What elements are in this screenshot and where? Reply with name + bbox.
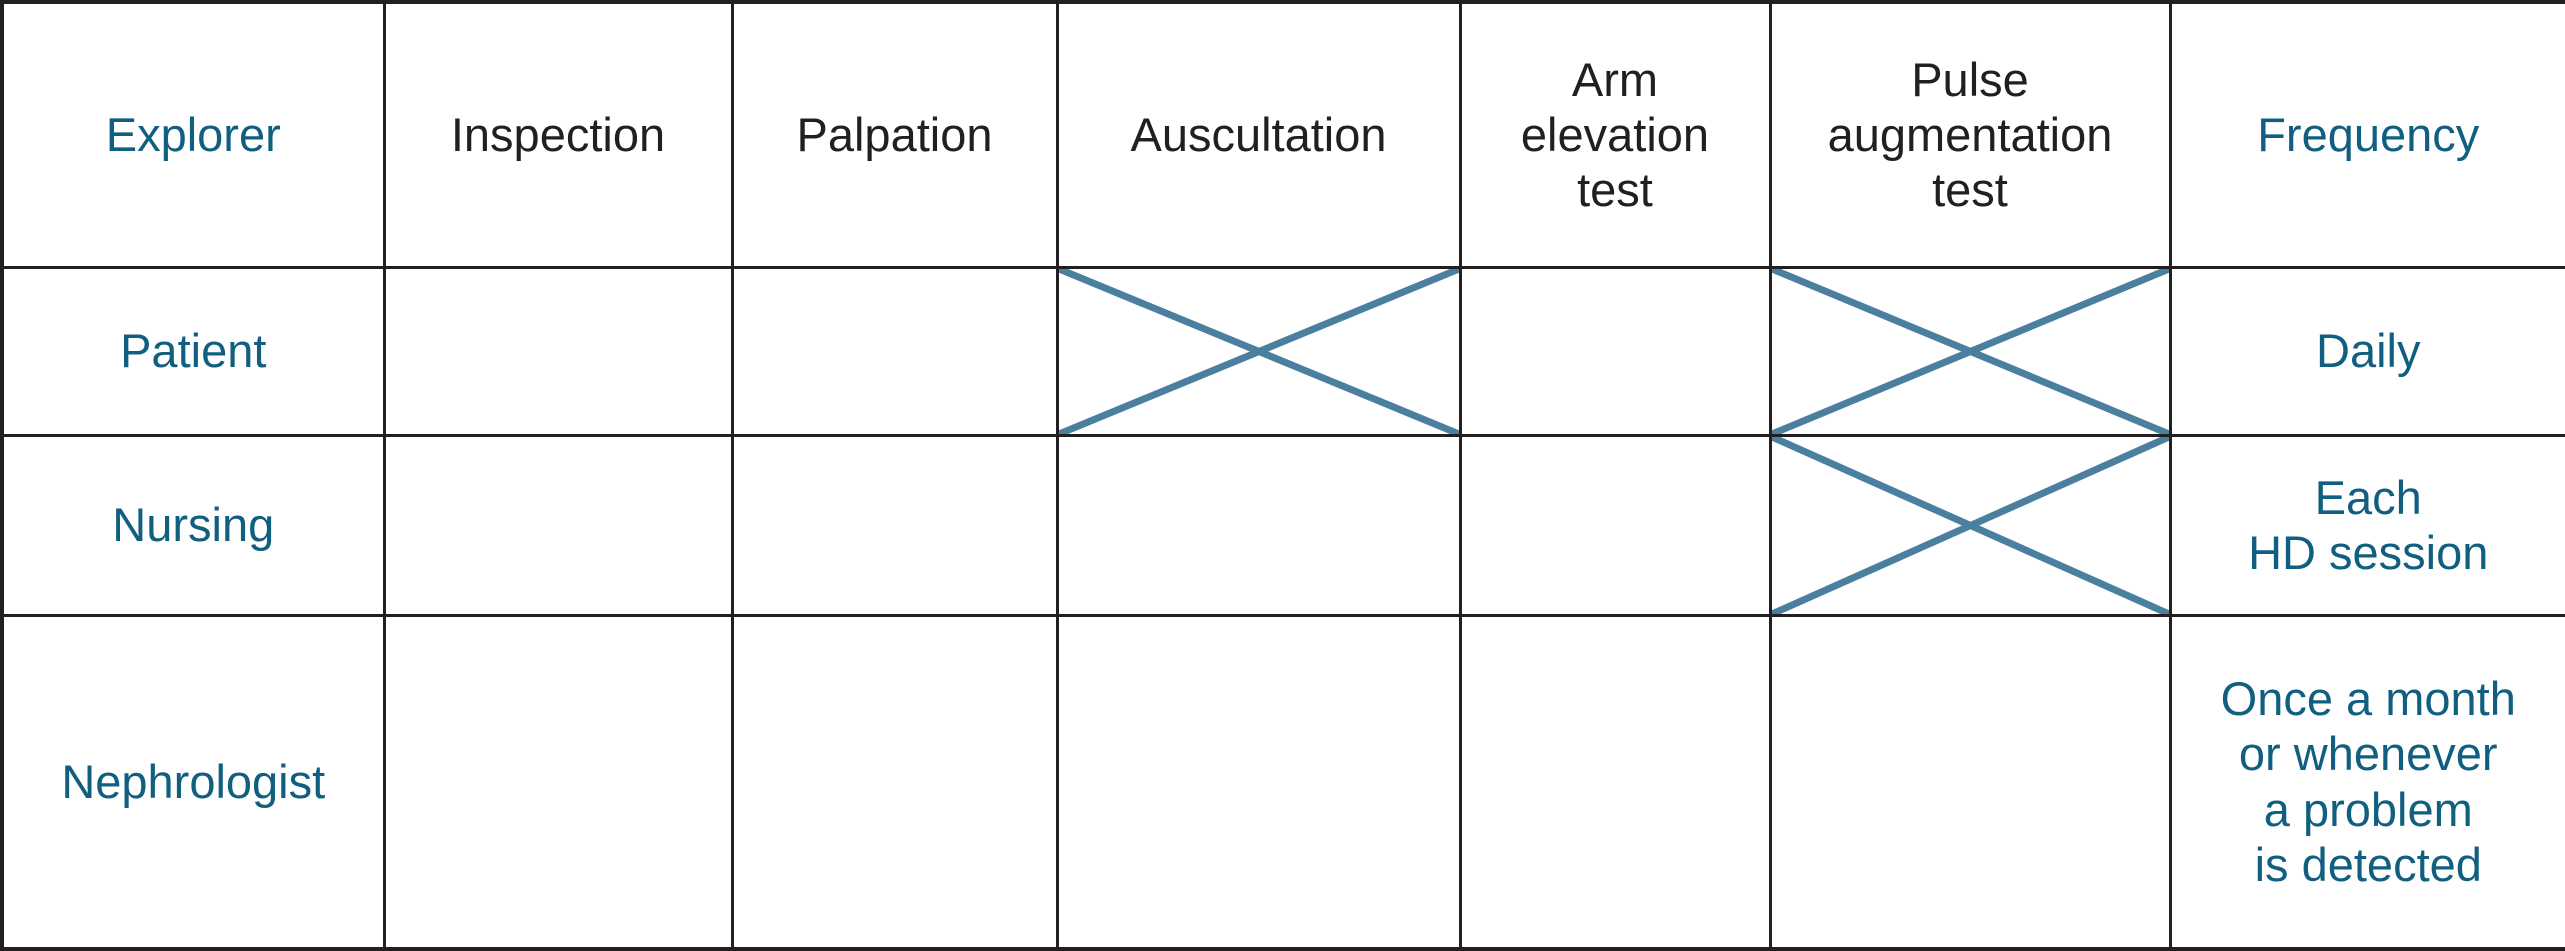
row-label-nephrologist: Nephrologist bbox=[0, 613, 386, 951]
column-header-palpation-label: Palpation bbox=[796, 108, 993, 162]
cell-nursing-auscultation bbox=[1055, 433, 1462, 617]
column-header-explorer: Explorer bbox=[0, 0, 386, 269]
column-header-frequency: Frequency bbox=[2168, 0, 2565, 269]
row-label-nursing: Nursing bbox=[0, 433, 386, 617]
table-header-row: Explorer Inspection Palpation Auscultati… bbox=[0, 0, 2565, 269]
row-label-patient-text: Patient bbox=[120, 324, 267, 378]
cell-nursing-arm-elevation-test bbox=[1458, 433, 1772, 617]
column-header-arm-elevation-test: Arm elevation test bbox=[1458, 0, 1772, 269]
column-header-arm-elevation-test-label: Arm elevation test bbox=[1520, 52, 1710, 217]
column-header-inspection: Inspection bbox=[382, 0, 734, 269]
column-header-pulse-augmentation-test-label: Pulse augmentation test bbox=[1827, 52, 2113, 217]
table-row: Patient Daily bbox=[0, 265, 2565, 437]
row-label-nephrologist-text: Nephrologist bbox=[61, 755, 326, 809]
column-header-frequency-label: Frequency bbox=[2257, 108, 2480, 162]
cell-patient-pulse-augmentation-test bbox=[1768, 265, 2172, 437]
cell-nephrologist-auscultation bbox=[1055, 613, 1462, 951]
column-header-inspection-label: Inspection bbox=[450, 108, 666, 162]
column-header-pulse-augmentation-test: Pulse augmentation test bbox=[1768, 0, 2172, 269]
column-header-palpation: Palpation bbox=[730, 0, 1059, 269]
cell-nursing-palpation bbox=[730, 433, 1059, 617]
cell-nephrologist-pulse-augmentation-test bbox=[1768, 613, 2172, 951]
cross-out-icon bbox=[1772, 437, 2169, 614]
cell-nephrologist-arm-elevation-test bbox=[1458, 613, 1772, 951]
cell-nephrologist-palpation bbox=[730, 613, 1059, 951]
cell-patient-frequency-text: Daily bbox=[2316, 324, 2421, 378]
cell-nursing-frequency: Each HD session bbox=[2168, 433, 2565, 617]
cell-nursing-pulse-augmentation-test bbox=[1768, 433, 2172, 617]
cell-nursing-frequency-text: Each HD session bbox=[2248, 470, 2489, 579]
cross-out-icon bbox=[1059, 269, 1459, 434]
cell-nephrologist-frequency: Once a month or whenever a problem is de… bbox=[2168, 613, 2565, 951]
row-label-patient: Patient bbox=[0, 265, 386, 437]
cell-patient-palpation bbox=[730, 265, 1059, 437]
table-row: Nursing Each HD session bbox=[0, 433, 2565, 617]
cell-nephrologist-inspection bbox=[382, 613, 734, 951]
cell-nursing-inspection bbox=[382, 433, 734, 617]
cell-patient-frequency: Daily bbox=[2168, 265, 2565, 437]
table-row: Nephrologist Once a month or whenever a … bbox=[0, 613, 2565, 951]
cell-patient-arm-elevation-test bbox=[1458, 265, 1772, 437]
row-label-nursing-text: Nursing bbox=[112, 498, 275, 552]
column-header-auscultation-label: Auscultation bbox=[1130, 108, 1387, 162]
cross-out-icon bbox=[1772, 269, 2169, 434]
cell-patient-auscultation bbox=[1055, 265, 1462, 437]
column-header-auscultation: Auscultation bbox=[1055, 0, 1462, 269]
cell-nephrologist-frequency-text: Once a month or whenever a problem is de… bbox=[2220, 671, 2516, 892]
cell-patient-inspection bbox=[382, 265, 734, 437]
column-header-explorer-label: Explorer bbox=[105, 108, 281, 162]
